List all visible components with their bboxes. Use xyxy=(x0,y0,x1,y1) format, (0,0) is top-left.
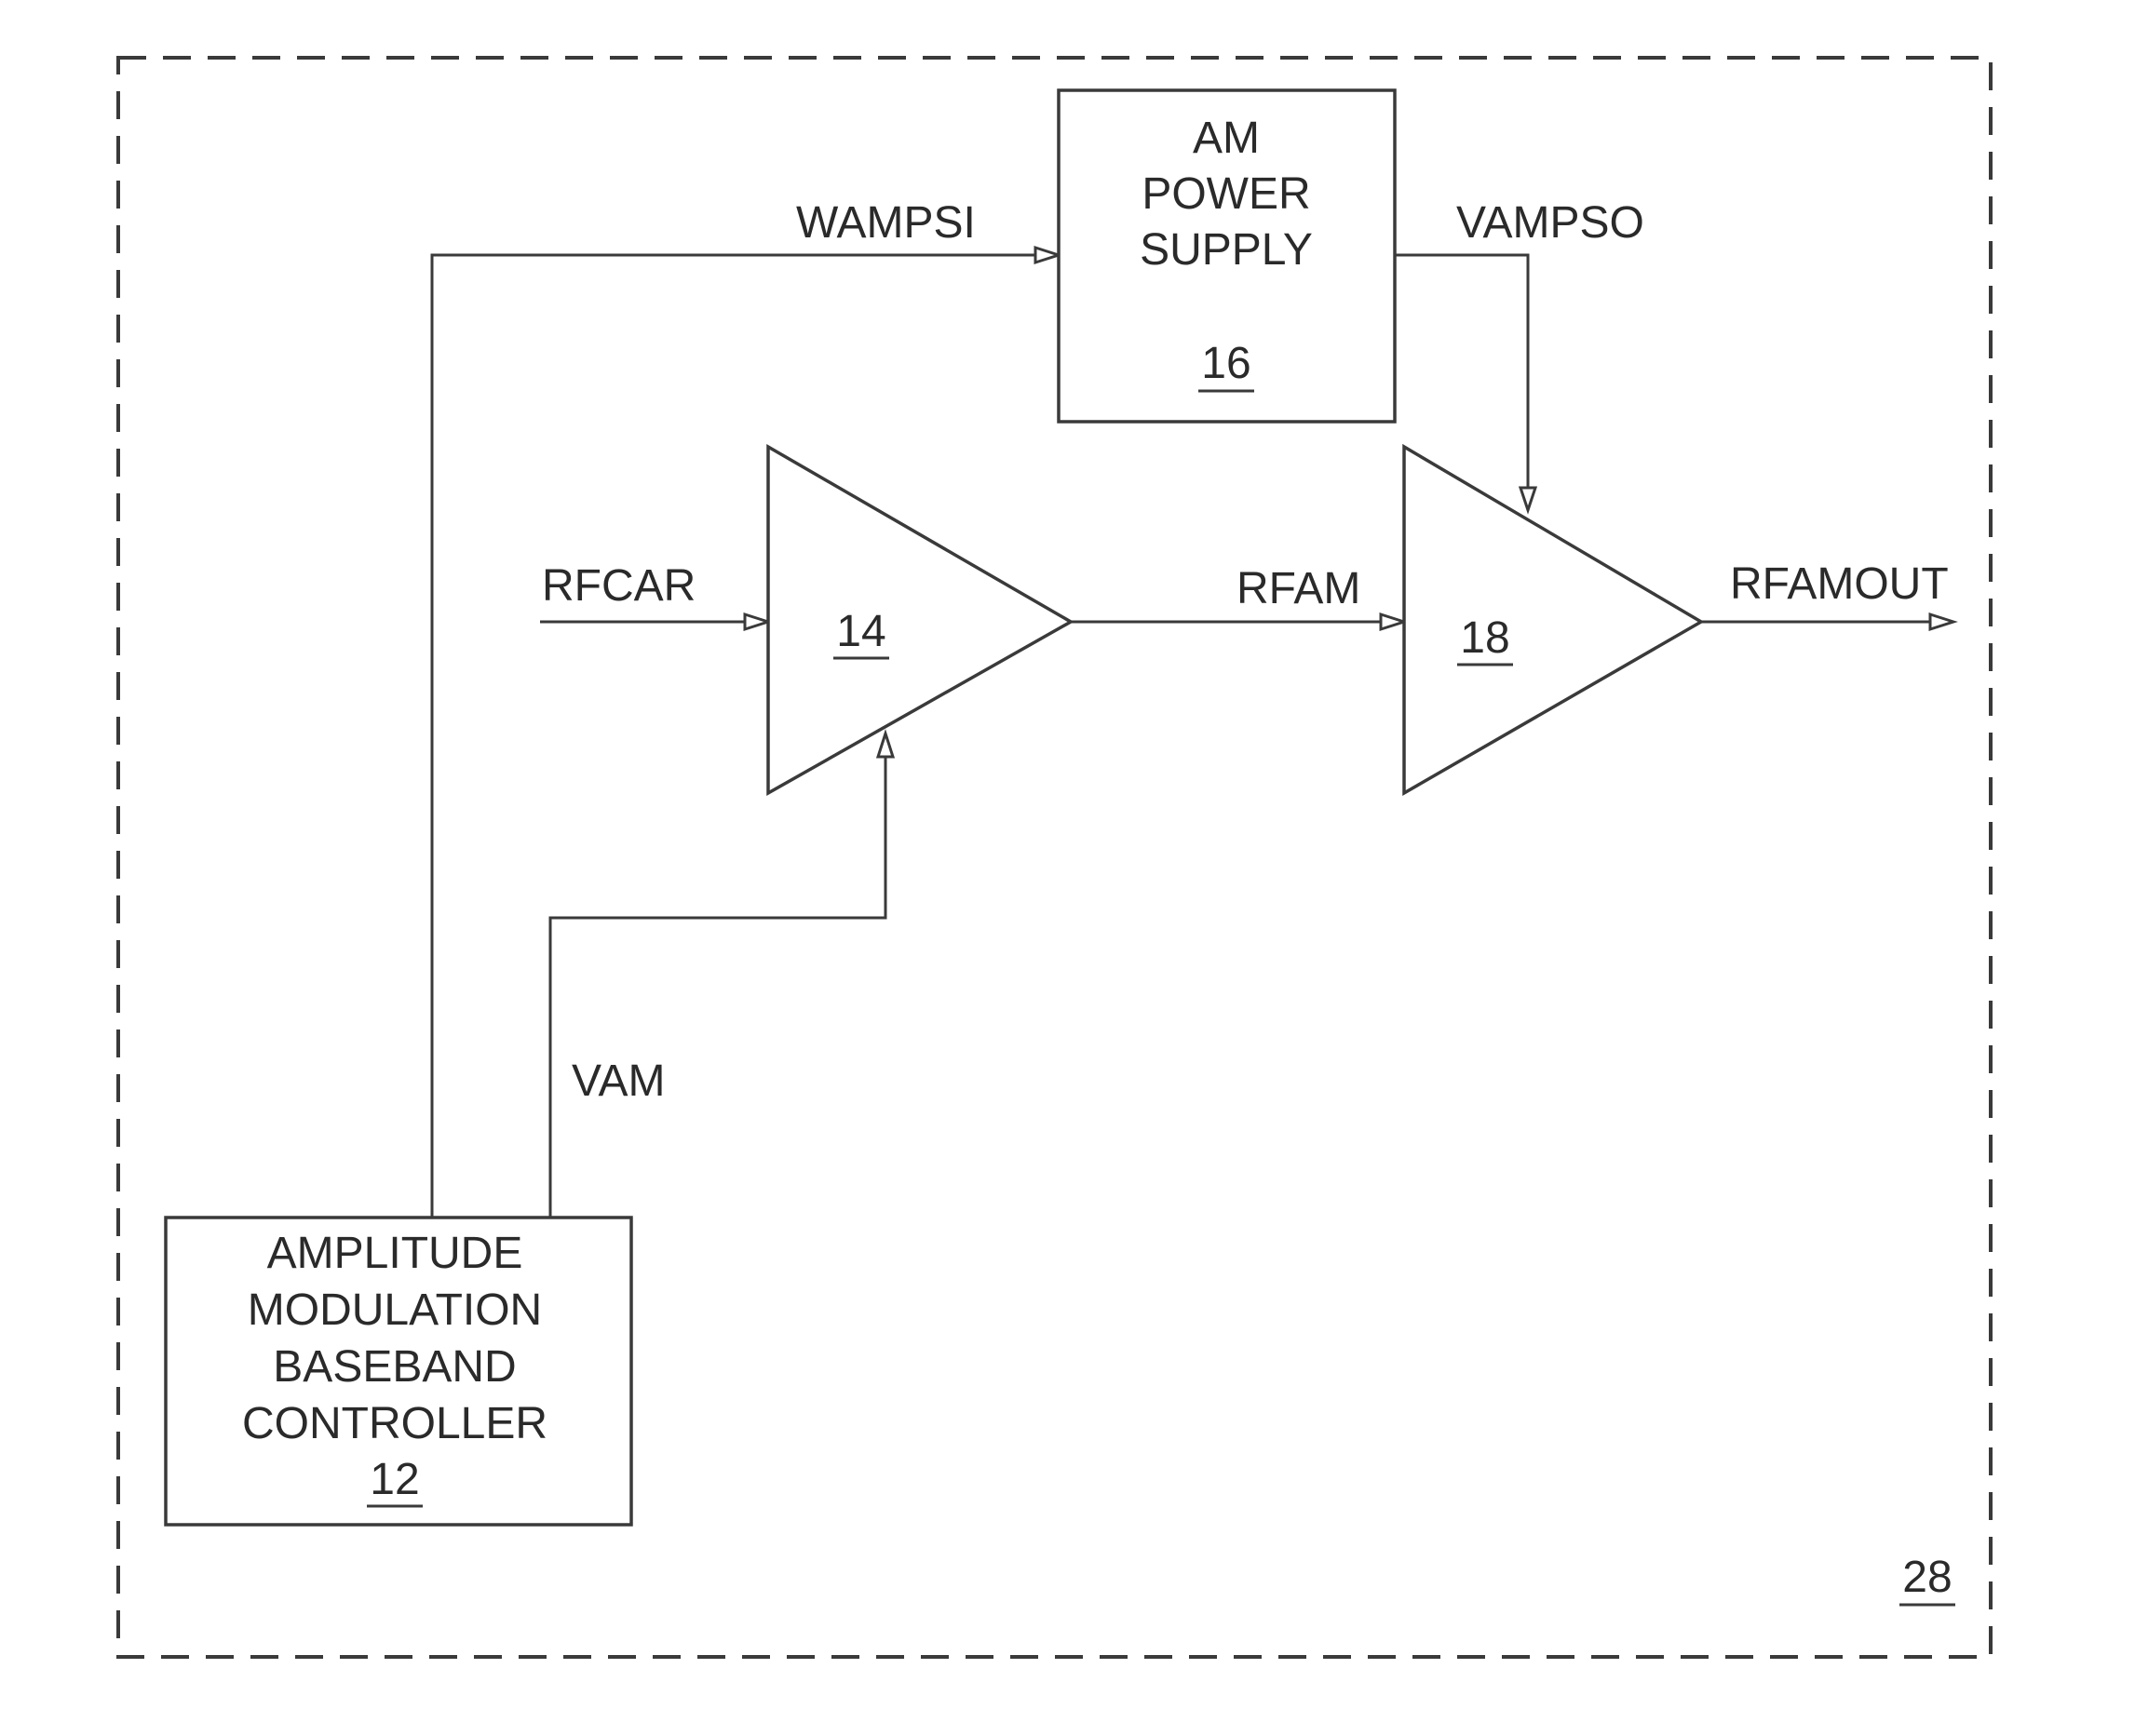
vam-wire xyxy=(550,754,885,1218)
rfcar-arrowhead xyxy=(745,614,768,629)
amplifier-14-ref: 14 xyxy=(836,607,885,656)
vampso-arrowhead xyxy=(1520,488,1535,510)
am-power-supply-line-2: POWER xyxy=(1142,169,1310,219)
controller-line-1: AMPLITUDE xyxy=(267,1229,523,1278)
wampsi-arrowhead xyxy=(1035,248,1059,262)
rfcar-label: RFCAR xyxy=(542,561,696,611)
wampsi-label: WAMPSI xyxy=(796,198,976,248)
am-power-supply-ref: 16 xyxy=(1201,339,1250,388)
controller-ref: 12 xyxy=(370,1455,419,1504)
am-power-supply-line-3: SUPPLY xyxy=(1140,225,1313,275)
controller-line-2: MODULATION xyxy=(248,1285,542,1335)
wampsi-wire xyxy=(432,255,1038,1218)
amplifier-18 xyxy=(1404,447,1701,793)
enclosure-ref: 28 xyxy=(1902,1553,1952,1602)
controller-line-3: BASEBAND xyxy=(273,1342,516,1392)
controller-line-4: CONTROLLER xyxy=(242,1399,547,1448)
rfam-label: RFAM xyxy=(1236,564,1360,613)
rfamout-label: RFAMOUT xyxy=(1730,559,1949,609)
amplifier-14 xyxy=(768,447,1071,793)
rfam-arrowhead xyxy=(1381,614,1404,629)
vam-label: VAM xyxy=(572,1056,665,1106)
am-power-supply-line-1: AM xyxy=(1193,114,1260,163)
vampso-label: VAMPSO xyxy=(1456,198,1644,248)
vam-arrowhead xyxy=(878,733,893,757)
amplifier-18-ref: 18 xyxy=(1460,613,1509,663)
rfamout-arrowhead xyxy=(1930,614,1953,629)
